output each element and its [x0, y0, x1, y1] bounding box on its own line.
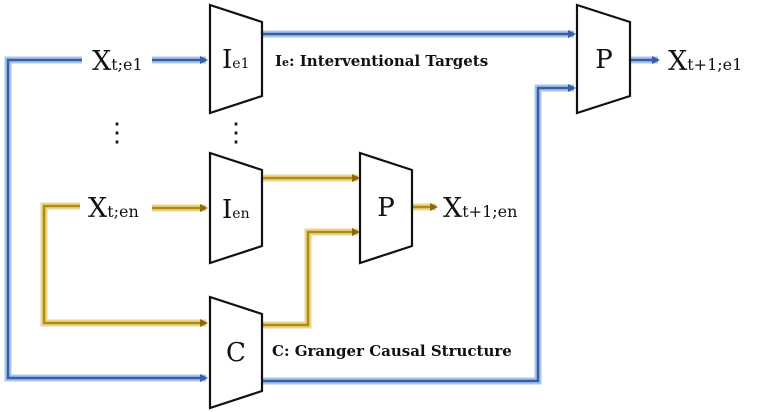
wire-c-to-ptop: [262, 84, 576, 385]
svg-text:Ien: Ien: [222, 195, 250, 225]
label-x-t-en: Xt;en: [88, 193, 139, 224]
ellipsis-inputs: ⋮: [104, 118, 130, 148]
annotation-interventional-targets: Ie: Interventional Targets: [275, 52, 488, 70]
box-i-en: Ien: [208, 151, 264, 265]
svg-text:P: P: [595, 45, 613, 75]
label-x-t-e1: Xt;e1: [92, 46, 143, 77]
label-x-t1-en: Xt+1;en: [443, 193, 517, 224]
box-p-top: P: [575, 3, 632, 115]
wire-xen-to-c: [40, 202, 208, 327]
ellipsis-interventions: ⋮: [223, 118, 249, 148]
annotation-granger-causal-structure: C: Granger Causal Structure: [272, 342, 512, 360]
label-x-t1-e1: Xt+1;e1: [668, 46, 742, 77]
svg-text:C: C: [226, 338, 246, 368]
box-i-e1: Ie1: [208, 3, 264, 115]
svg-text:P: P: [377, 193, 395, 223]
wire-xe1-to-c: [4, 56, 208, 382]
box-c: C: [208, 295, 264, 410]
box-p-mid: P: [358, 151, 414, 265]
wire-c-to-pmid: [262, 228, 360, 329]
svg-text:Ie1: Ie1: [222, 45, 249, 75]
